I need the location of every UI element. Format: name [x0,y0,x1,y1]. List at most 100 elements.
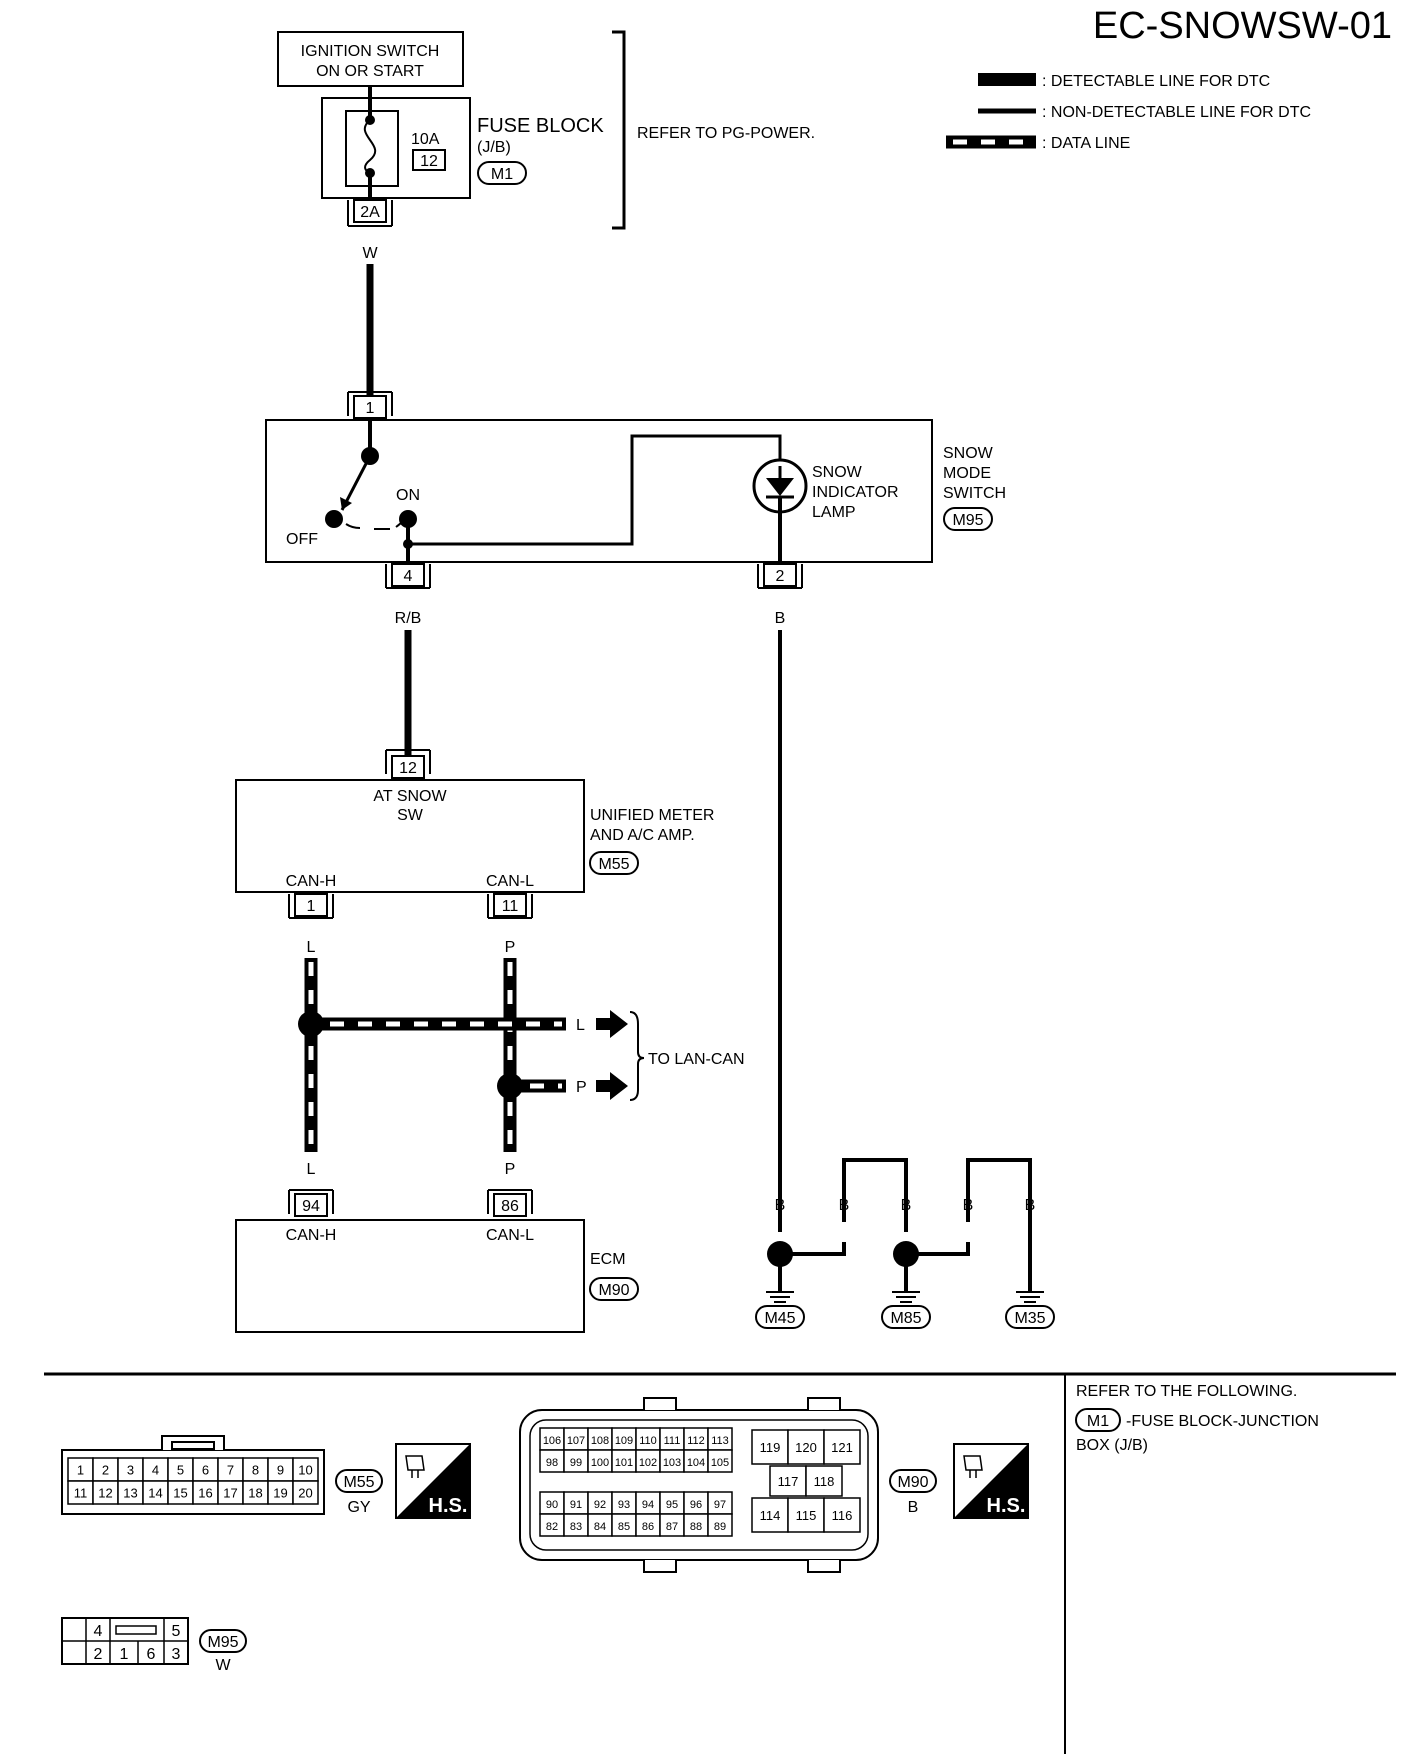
m90-pin-label: 83 [570,1521,582,1533]
m55-pin-label: 6 [202,1463,209,1478]
switch-off-contact [325,510,343,528]
refer-connector: M1 [1087,1413,1109,1430]
m90-color: B [908,1499,919,1516]
lan-wire-p: P [576,1079,587,1096]
m90-pin-label: 104 [687,1457,705,1469]
ground-network [778,1158,1032,1292]
m55-id: M55 [343,1474,374,1491]
refer-connector-tag [1075,1408,1121,1432]
m90-pin-label: 113 [711,1435,729,1447]
hs-label-2: H.S. [987,1495,1026,1517]
m90-pin-label: 82 [546,1521,558,1533]
meter-name-1: UNIFIED METER [590,807,714,824]
meter-terminal-12-box [391,755,425,779]
m55-pin-label: 2 [102,1463,109,1478]
switch-name-1: SNOW [943,445,994,462]
m90-pin-cell [751,1497,789,1533]
m55-pin-label: 13 [123,1486,137,1501]
meter-connector-tag [589,851,639,875]
refer-line3: BOX (J/B) [1076,1437,1148,1454]
legend-non-detectable: : NON-DETECTABLE LINE FOR DTC [1042,104,1311,121]
lan-can-label: TO LAN-CAN [648,1051,745,1068]
m90-pin-label: 94 [642,1499,654,1511]
fuse-block-name: FUSE BLOCK [477,115,604,137]
ground-wire-2: B [839,1197,850,1214]
ecm-connector-tag [589,1277,639,1301]
m90-pin-cell [751,1429,789,1465]
switch-off-label: OFF [286,531,318,548]
m95-connector-face [61,1617,189,1665]
m55-pin-label: 18 [248,1486,262,1501]
ignition-line1: IGNITION SWITCH [301,43,440,60]
m90-pin-label: 114 [760,1508,781,1523]
m55-pin-label: 3 [127,1463,134,1478]
ground-2: M85 [890,1310,921,1327]
meter-wire-l: L [307,939,316,956]
lan-arrow-p [596,1072,628,1100]
m90-pin-label: 91 [570,1499,582,1511]
ground-splice-2 [893,1241,919,1267]
ecm-can-l: CAN-L [486,1227,534,1244]
m90-pin-cell [707,1449,733,1473]
m55-pin-label: 9 [277,1463,284,1478]
m55-tag [335,1469,383,1493]
m90-pin-label: 110 [639,1435,657,1447]
ground-wire-4: B [963,1197,974,1214]
m90-pin-label: 88 [690,1521,702,1533]
m55-pin-label: 1 [77,1463,84,1478]
m90-pin-label: 102 [639,1457,657,1469]
lamp-label-3: LAMP [812,504,856,521]
meter-terminal-11: 11 [502,898,519,915]
ecm-terminal-86: 86 [501,1198,519,1215]
ground-tag-2 [881,1305,931,1329]
ignition-switch-box [277,31,464,87]
meter-name-2: AND A/C AMP. [590,827,695,844]
refer-line2: -FUSE BLOCK-JUNCTION [1126,1413,1319,1430]
legend-detectable-swatch [978,73,1036,86]
wire-rb-label: R/B [395,610,422,627]
m90-pin-label: 100 [591,1457,609,1469]
fuse-number-box [412,149,446,171]
m90-pin-label: 84 [594,1521,606,1533]
meter-terminal-12: 12 [399,760,417,777]
m90-pin-label: 118 [814,1474,835,1489]
switch-name-2: MODE [943,465,991,482]
m90-pin-cell [823,1429,861,1465]
hs-label-1: H.S. [429,1495,468,1517]
meter-label-1: AT SNOW [373,788,447,805]
harness-side-icon: H.S. H.S. [395,1443,1029,1519]
fuse-connector: M1 [491,166,513,183]
ground-tag-3 [1005,1305,1055,1329]
ecm-wire-p: P [505,1161,516,1178]
m55-pin-cell [292,1480,319,1505]
ecm-connector: M90 [598,1282,629,1299]
m90-pin-label: 119 [760,1440,781,1455]
m90-pin-label: 86 [642,1521,654,1533]
can-h-splice [298,1011,324,1037]
ground-tag-1 [755,1305,805,1329]
m95-pin-6: 6 [147,1646,156,1663]
fuse-block-jb: (J/B) [477,139,511,156]
switch-terminal-4-box [391,563,425,587]
switch-on-label: ON [396,487,420,504]
refer-following: REFER TO THE FOLLOWING. [1076,1383,1297,1400]
ignition-line2: ON OR START [316,63,424,80]
m55-color: GY [347,1499,370,1516]
ground-icon [766,1291,1044,1303]
switch-name-3: SWITCH [943,485,1006,502]
m90-pin-label: 103 [663,1457,681,1469]
lan-brace [629,1011,645,1101]
ecm-terminal-94: 94 [302,1198,320,1215]
m95-color: W [215,1657,231,1674]
m95-pin-2: 2 [94,1646,103,1663]
ecm-terminal-86-box [493,1193,527,1217]
ecm-terminal-94-box [294,1193,328,1217]
can-l-splice [497,1073,523,1099]
m55-pin-label: 10 [298,1463,312,1478]
m95-pin-5: 5 [172,1623,181,1640]
m90-pin-label: 121 [831,1440,853,1455]
m55-pin-label: 8 [252,1463,259,1478]
ecm-box [235,1219,585,1333]
